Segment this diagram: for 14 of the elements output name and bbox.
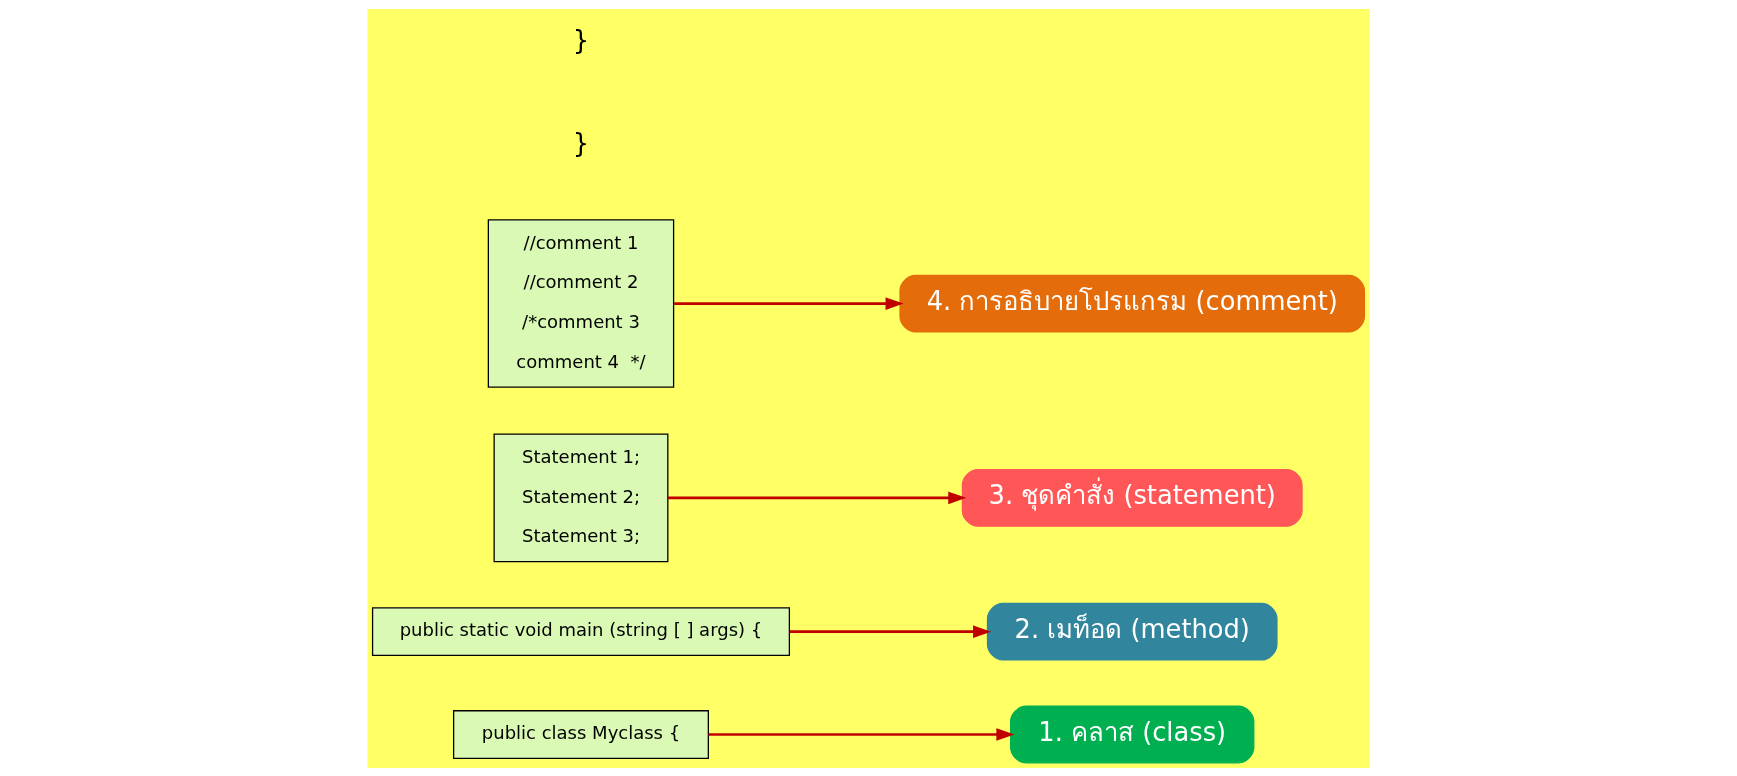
node-box: public static void main (string [ ] args) { bbox=[371, 606, 791, 656]
label: } bbox=[572, 127, 590, 158]
node-box: 3. ชุดคำสั่ง (statement) bbox=[961, 468, 1303, 527]
arrow bbox=[674, 296, 904, 310]
label: } bbox=[572, 24, 590, 55]
node-box: //comment 1 //comment 2 /*comment 3 comment 4 */ bbox=[487, 218, 675, 388]
arrow bbox=[668, 491, 967, 504]
node-box: public class Myclass { bbox=[452, 709, 709, 759]
node-box: 4. การอธิบายโปรแกรม (comment) bbox=[899, 274, 1366, 333]
node-box: 1. คลาส (class) bbox=[1010, 705, 1255, 763]
arrow bbox=[789, 624, 992, 638]
node-box: Statement 1; Statement 2; Statement 3; bbox=[493, 433, 669, 562]
node-box: 2. เมท็อด (method) bbox=[986, 602, 1278, 661]
arrow bbox=[708, 727, 1015, 741]
